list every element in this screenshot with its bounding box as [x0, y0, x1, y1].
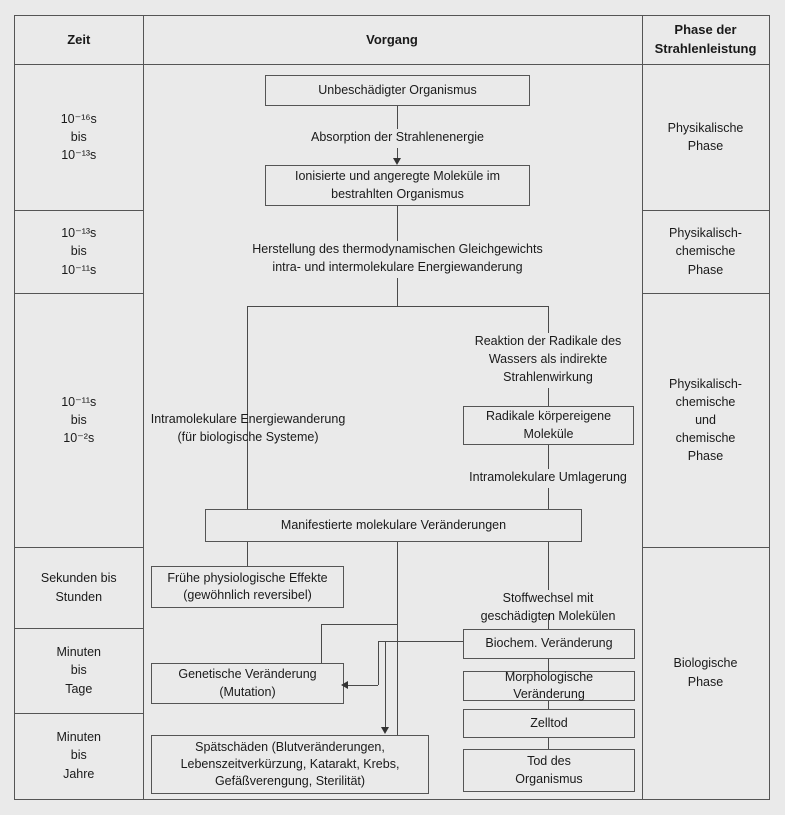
box-genetic-change[interactable]: Genetische Veränderung (Mutation) — [151, 663, 344, 704]
box-biochemical-change[interactable]: Biochem. Veränderung — [463, 629, 635, 659]
label-thermodynamic-equilibrium: Herstellung des thermodynamischen Gleich… — [252, 242, 543, 274]
phase-cell-2: Physikalisch- chemische und chemische Ph… — [669, 376, 742, 464]
connector-metabolism-to-biochem — [548, 614, 549, 629]
table-frame: Zeit Vorgang Phase der Strahlenleistung … — [14, 15, 770, 800]
header-rule — [15, 64, 769, 65]
box-radicals-own-molecules[interactable]: Radikale körpereigene Moleküle — [463, 406, 634, 445]
connector-left-branch-vertical — [247, 306, 248, 525]
connector-biochem-feedback-horizontal — [378, 641, 463, 642]
connector-biochem-to-genetic-horizontal — [344, 685, 378, 686]
box-organism-death[interactable]: Tod des Organismus — [463, 749, 635, 792]
connector-biochem-feedback-down-genetic — [378, 641, 379, 685]
arrow-down-ionized-icon — [393, 158, 401, 165]
phase-row-rule-3 — [641, 547, 770, 548]
box-cell-death[interactable]: Zelltod — [463, 709, 635, 738]
phase-row-rule-2 — [641, 293, 770, 294]
header-vorgang: Vorgang — [366, 31, 418, 47]
header-phase: Phase der Strahlenleistung — [654, 22, 757, 56]
time-cell-0: 10⁻¹⁶s bis 10⁻¹³s — [60, 111, 97, 163]
connector-celldeath-to-organismdeath — [548, 738, 549, 749]
connector-ionized-to-equilibrium — [397, 206, 398, 241]
phase-cell-3: Biologische Phase — [673, 656, 738, 689]
connector-radicals-to-rearrangement — [548, 445, 549, 469]
phase-cell-1: Physikalisch- chemische Phase — [669, 226, 742, 277]
time-cell-3: Sekunden bis Stunden — [40, 571, 117, 604]
arrow-down-late-damage-icon — [380, 727, 389, 734]
connector-manifest-to-late-damage — [397, 542, 398, 735]
box-late-damage[interactable]: Spätschäden (Blutveränderungen, Lebensze… — [151, 735, 429, 794]
time-row-rule-4 — [15, 628, 143, 629]
box-morphological-change[interactable]: Morphologische Veränderung — [463, 670, 635, 701]
connector-to-genetic-vertical — [321, 624, 322, 663]
connector-manifest-to-metabolism — [548, 542, 549, 590]
time-cell-1: 10⁻¹³s bis 10⁻¹¹s — [61, 226, 97, 277]
connector-biochem-feedback-down-late — [385, 641, 386, 727]
connector-equilibrium-to-split — [397, 278, 398, 306]
label-intramolecular-energy-migration: Intramolekulare Energiewanderung (für bi… — [150, 412, 346, 444]
box-early-physiological-effects[interactable]: Frühe physiologische Effekte (gewöhnlich… — [151, 566, 344, 608]
connector-morphological-to-celldeath — [548, 701, 549, 709]
connector-rearrangement-to-manifest — [548, 488, 549, 525]
connector-split-horizontal — [247, 306, 548, 307]
time-row-rule-1 — [15, 210, 143, 211]
connector-biochem-to-morphological — [548, 659, 549, 671]
time-cell-5: Minuten bis Jahre — [56, 730, 101, 781]
label-water-radicals-reaction: Reaktion der Radikale des Wassers als in… — [474, 334, 622, 384]
connector-manifest-to-early-effects — [247, 542, 248, 566]
connector-right-branch-vertical — [548, 306, 549, 333]
header-zeit: Zeit — [67, 31, 91, 47]
column-divider-time — [142, 16, 144, 799]
connector-undamaged-to-absorption — [397, 106, 398, 129]
phase-cell-0: Physikalische Phase — [667, 120, 744, 153]
box-undamaged-organism[interactable]: Unbeschädigter Organismus — [265, 75, 530, 106]
connector-to-genetic-horizontal — [321, 624, 398, 625]
label-metabolism-damaged-molecules: Stoffwechsel mit geschädigten Molekülen — [480, 591, 616, 623]
time-row-rule-3 — [15, 547, 143, 548]
box-ionized-molecules[interactable]: Ionisierte und angeregte Moleküle im bes… — [265, 165, 530, 206]
connector-reaction-to-radicals — [548, 388, 549, 406]
label-absorption: Absorption der Strahlenenergie — [310, 130, 485, 144]
connector-absorption-to-ionized — [397, 148, 398, 159]
column-divider-phase — [641, 16, 643, 799]
time-row-rule-5 — [15, 713, 143, 714]
label-intramolecular-rearrangement: Intramolekulare Umlagerung — [469, 470, 627, 484]
time-row-rule-2 — [15, 293, 143, 294]
arrow-left-genetic-icon — [341, 680, 348, 689]
time-cell-4: Minuten bis Tage — [56, 645, 101, 696]
time-cell-2: 10⁻¹¹s bis 10⁻²s — [61, 394, 97, 446]
phase-row-rule-1 — [641, 210, 770, 211]
box-manifest-molecular-changes[interactable]: Manifestierte molekulare Veränderungen — [205, 509, 582, 542]
